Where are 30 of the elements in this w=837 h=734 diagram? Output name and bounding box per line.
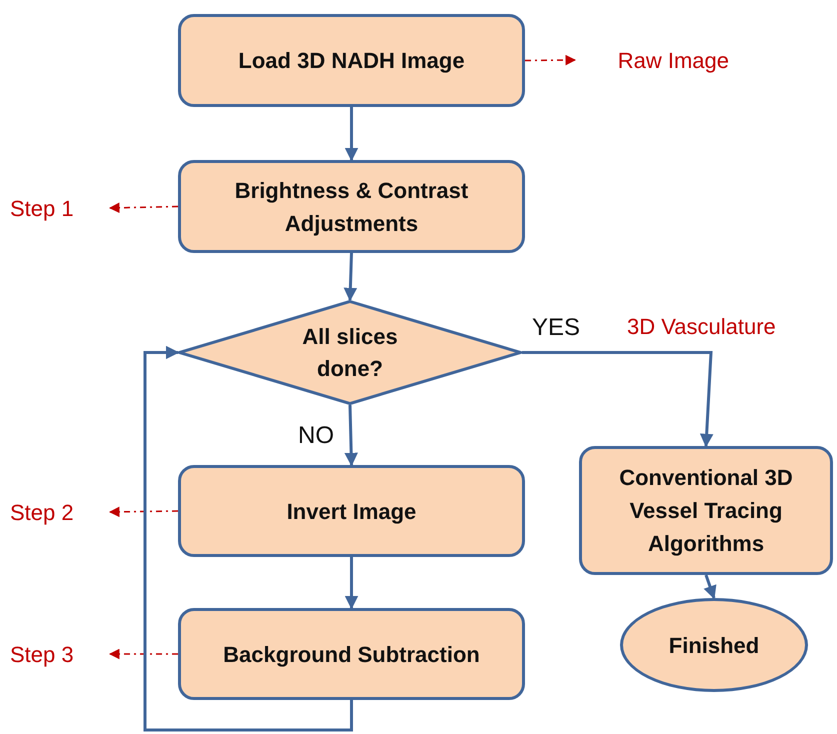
annotation-text: Raw Image	[618, 46, 729, 75]
process-box	[178, 160, 525, 253]
arrow	[704, 574, 716, 600]
dashed-arrow	[108, 648, 178, 660]
dashed-arrow	[108, 506, 178, 518]
step-text: Finished	[668, 632, 760, 660]
dashed-arrow	[525, 54, 576, 66]
process-box	[178, 465, 525, 557]
annotation-text: Step 3	[10, 640, 74, 669]
step-text: Invert Image	[286, 498, 416, 526]
annotation-text: 3D Vasculature	[627, 314, 776, 340]
arrow	[344, 404, 358, 466]
decision-text: All slices done?	[301, 322, 399, 382]
process-box	[178, 14, 525, 107]
edge-label: YES	[532, 314, 580, 342]
process-box	[178, 608, 525, 700]
annotation-text: Step 1	[10, 194, 74, 223]
step-text: Background Subtraction	[223, 640, 480, 669]
arrow	[344, 107, 358, 162]
process-box	[579, 446, 833, 575]
arrow	[144, 346, 353, 732]
annotation-text: Step 2	[10, 498, 74, 527]
arrow	[344, 252, 358, 302]
step-text: Conventional 3D Vessel Tracing Algorithms	[618, 464, 794, 558]
arrow	[522, 351, 714, 448]
dashed-arrow	[108, 202, 178, 214]
edge-label: NO	[298, 422, 334, 450]
step-text: Load 3D NADH Image	[238, 47, 465, 75]
arrow	[344, 557, 358, 610]
step-text: Brightness & Contrast Adjustments	[234, 176, 470, 238]
